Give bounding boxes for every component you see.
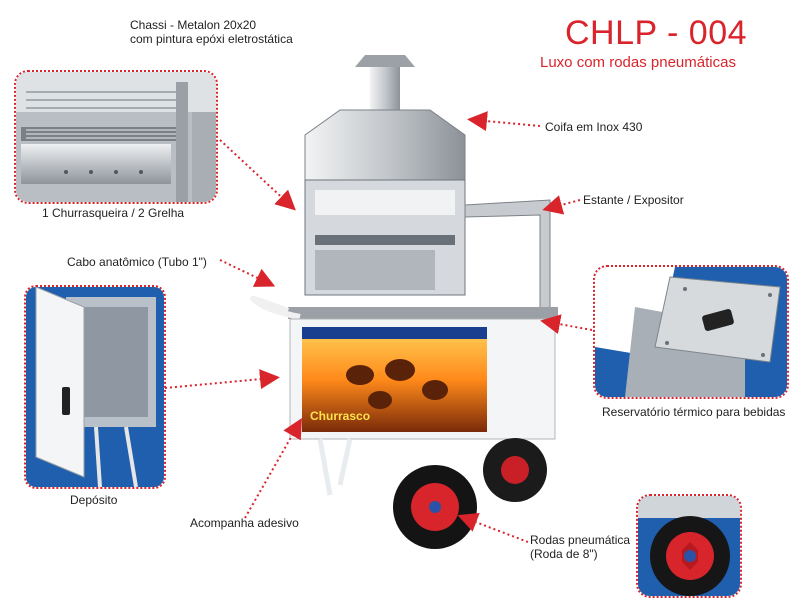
sticker-banner-text: Churrasco — [310, 409, 370, 423]
arrow-grill — [219, 139, 296, 211]
label-sticker: Acompanha adesivo — [190, 516, 299, 530]
label-grill: 1 Churrasqueira / 2 Grelha — [42, 206, 185, 220]
model-description: Luxo com rodas pneumáticas — [540, 54, 736, 71]
arrow-shelf — [542, 195, 581, 215]
arrow-wheels — [457, 512, 529, 543]
arrow-storage — [164, 369, 280, 390]
arrow-handle — [219, 259, 276, 287]
product-cart-photo: Churrasco — [240, 45, 570, 555]
arrow-hood — [467, 111, 541, 132]
label-hood: Coifa em Inox 430 — [545, 120, 643, 134]
label-chassis: Chassi - Metalon 20x20 — [130, 18, 257, 32]
reservoir-detail-photo — [593, 265, 789, 399]
arrow-reservoir — [540, 314, 593, 334]
label-chassis-paint: com pintura epóxi eletrostática — [130, 32, 293, 46]
label-handle: Cabo anatômico (Tubo 1") — [67, 255, 207, 269]
label-shelf: Estante / Expositor — [583, 193, 684, 207]
label-reservoir: Reservatório térmico para bebidas — [602, 405, 786, 419]
arrow-sticker — [244, 418, 302, 519]
model-code: CHLP - 004 — [565, 14, 748, 52]
grill-detail-photo — [14, 70, 218, 204]
label-storage: Depósito — [70, 493, 118, 507]
wheel-detail-photo — [636, 494, 742, 598]
label-wheels-size: (Roda de 8") — [530, 547, 598, 561]
storage-detail-photo — [24, 285, 166, 489]
label-wheels: Rodas pneumática — [530, 533, 631, 547]
